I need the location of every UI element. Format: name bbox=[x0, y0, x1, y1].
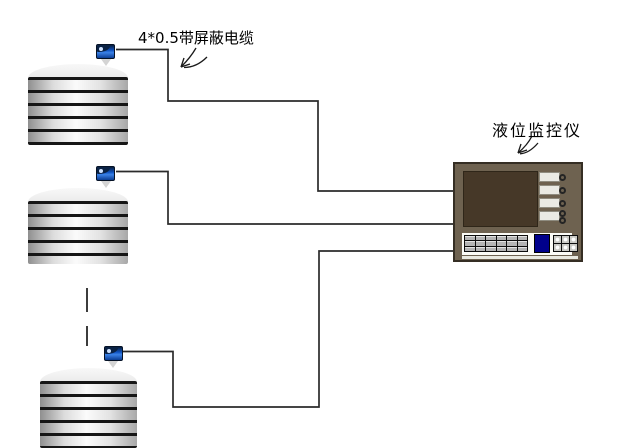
cable-line-tank1 bbox=[116, 48, 453, 192]
storage-tank-1 bbox=[28, 64, 128, 145]
cable-label: 4*0.5带屏蔽电缆 bbox=[138, 29, 254, 47]
indicator-led-5 bbox=[559, 217, 566, 224]
numeric-keypad bbox=[553, 235, 578, 252]
cable-label-arrow-icon bbox=[180, 47, 208, 69]
sensor-mount-icon bbox=[101, 59, 111, 66]
side-button-2 bbox=[539, 185, 560, 195]
storage-tank-2 bbox=[28, 188, 128, 264]
side-button-3 bbox=[539, 198, 560, 208]
indicator-led-3 bbox=[559, 200, 566, 207]
tank-body bbox=[28, 201, 128, 264]
enter-key-blue bbox=[534, 234, 550, 253]
side-button-4 bbox=[539, 211, 560, 221]
side-button-1 bbox=[539, 172, 560, 182]
tank-body bbox=[40, 381, 137, 448]
storage-tank-3 bbox=[40, 368, 137, 448]
keypad-panel bbox=[462, 233, 578, 255]
indicator-led-1 bbox=[559, 174, 566, 181]
indicator-led-2 bbox=[559, 187, 566, 194]
indicator-led-4 bbox=[559, 210, 566, 217]
device-bottom-strip bbox=[462, 256, 578, 259]
sensor-mount-icon bbox=[101, 181, 111, 188]
monitor-label: 液位监控仪 bbox=[492, 121, 583, 140]
tank-body bbox=[28, 77, 128, 145]
cable-line-tank2 bbox=[116, 170, 453, 225]
level-sensor-icon-1 bbox=[96, 44, 115, 59]
level-sensor-icon-3 bbox=[104, 346, 123, 361]
level-monitor-device bbox=[453, 162, 583, 262]
continuation-dash bbox=[86, 288, 88, 312]
cable-line-tank3 bbox=[123, 250, 453, 408]
monitor-screen bbox=[463, 171, 538, 227]
continuation-dash bbox=[86, 326, 88, 346]
level-sensor-icon-2 bbox=[96, 166, 115, 181]
function-keypad bbox=[464, 235, 528, 252]
sensor-mount-icon bbox=[108, 361, 118, 368]
